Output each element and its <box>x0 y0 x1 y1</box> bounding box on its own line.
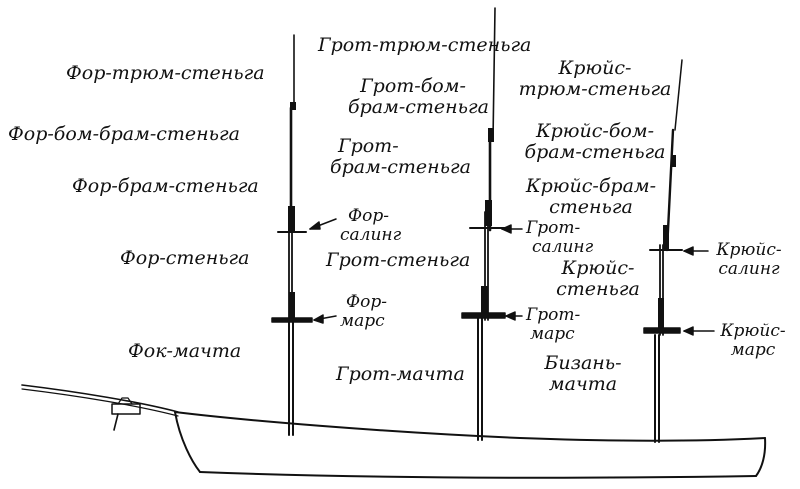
label-mizzen-topmast-line2: стеньга <box>556 278 640 300</box>
label-fore-top-line1: Фор- <box>346 292 387 312</box>
label-main-topmast: Грот-стеньга <box>326 249 471 271</box>
label-main-topgallant: Грот- брам-стеньга <box>330 136 471 178</box>
label-mizzen-bom-line2: брам-стеньга <box>524 141 666 163</box>
label-mizzen-topgallant-line2: стеньга <box>549 196 633 218</box>
label-main-royal-topmast: Грот-трюм-стеньга <box>318 34 532 56</box>
mainmast <box>461 7 507 441</box>
label-fore-royal-topmast: Фор-трюм-стеньга <box>66 62 265 84</box>
label-fore-crosstrees-line1: Фор- <box>348 206 389 226</box>
label-main-crosstrees-line2: салинг <box>532 237 594 257</box>
leader-arrows <box>309 218 715 336</box>
label-mizzen-crosstrees: Крюйс- салинг <box>708 241 790 279</box>
label-mizzen-bom-topgallant: Крюйс-бом- брам-стеньга <box>520 121 670 163</box>
label-fore-crosstrees: Фор- салинг <box>340 207 401 245</box>
label-fore-top-line2: марс <box>340 311 385 331</box>
label-mizzen-topgallant-line1: Крюйс-брам- <box>525 175 657 197</box>
label-main-topgallant-line2: брам-стеньга <box>330 156 471 178</box>
label-main-crosstrees: Грот- салинг <box>526 219 593 257</box>
bowsprit <box>21 384 179 431</box>
label-fore-top: Фор- марс <box>340 293 387 331</box>
hull <box>174 411 767 479</box>
label-mizzenmast-line1: Бизань- <box>544 352 622 374</box>
label-mizzen-royal-line2: трюм-стеньга <box>518 78 672 100</box>
label-mizzen-crosstrees-line2: салинг <box>718 259 780 279</box>
mizzenmast <box>643 59 683 443</box>
label-mainmast: Грот-мачта <box>336 363 465 385</box>
label-fore-bom-topgallant: Фор-бом-брам-стеньга <box>8 123 240 145</box>
label-mizzen-topmast: Крюйс- стеньга <box>548 258 648 300</box>
label-mizzen-top-line1: Крюйс- <box>720 321 786 341</box>
label-mizzen-top: Крюйс- марс <box>714 322 792 360</box>
label-main-top-line2: марс <box>530 324 575 344</box>
label-mizzen-royal-topmast: Крюйс- трюм-стеньга <box>515 58 675 100</box>
foremast <box>271 34 313 436</box>
label-main-top: Грот- марс <box>526 306 580 344</box>
label-main-bom-line2: брам-стеньга <box>348 96 489 118</box>
label-foremast: Фок-мачта <box>128 340 242 362</box>
label-main-topgallant-line1: Грот- <box>338 135 399 157</box>
label-mizzen-topmast-line1: Крюйс- <box>561 257 635 279</box>
label-mizzen-topgallant: Крюйс-брам- стеньга <box>516 176 666 218</box>
label-main-top-line1: Грот- <box>526 305 581 325</box>
label-fore-topmast: Фор-стеньга <box>120 247 250 269</box>
label-fore-topgallant: Фор-брам-стеньга <box>72 175 259 197</box>
label-fore-crosstrees-line2: салинг <box>340 225 402 245</box>
label-main-bom-line1: Грот-бом- <box>360 75 466 97</box>
label-mizzen-royal-line1: Крюйс- <box>558 57 632 79</box>
label-main-crosstrees-line1: Грот- <box>526 218 581 238</box>
label-mizzenmast-line2: мачта <box>548 373 618 395</box>
label-mizzenmast: Бизань- мачта <box>528 353 638 395</box>
label-main-bom-topgallant: Грот-бом- брам-стеньга <box>348 75 489 118</box>
label-mizzen-crosstrees-line1: Крюйс- <box>716 240 782 260</box>
label-mizzen-top-line2: марс <box>730 340 776 360</box>
label-mizzen-bom-line1: Крюйс-бом- <box>535 120 655 142</box>
